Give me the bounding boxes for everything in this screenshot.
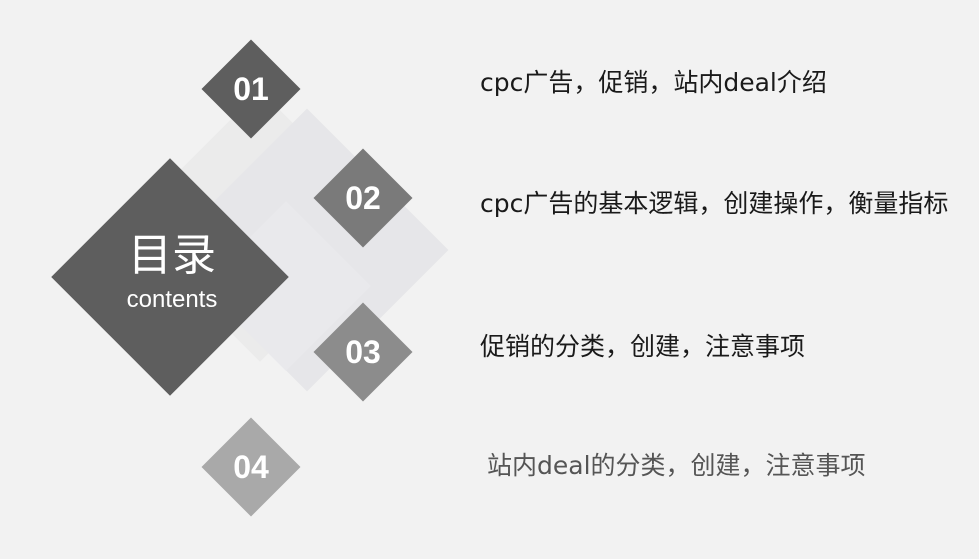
item-03-text: 促销的分类，创建，注意事项: [480, 332, 806, 361]
toc-subtitle: contents: [126, 286, 218, 313]
item-02-number: 02: [345, 180, 381, 216]
item-01-text: cpc广告，促销，站内deal介绍: [480, 68, 827, 97]
item-04-number: 04: [233, 449, 269, 485]
item-03-number: 03: [345, 334, 381, 370]
item-01-number: 01: [233, 71, 269, 107]
toc-title: 目录: [128, 230, 216, 281]
item-02-text: cpc广告的基本逻辑，创建操作，衡量指标: [480, 189, 949, 218]
item-04-text: 站内deal的分类，创建，注意事项: [487, 451, 866, 480]
